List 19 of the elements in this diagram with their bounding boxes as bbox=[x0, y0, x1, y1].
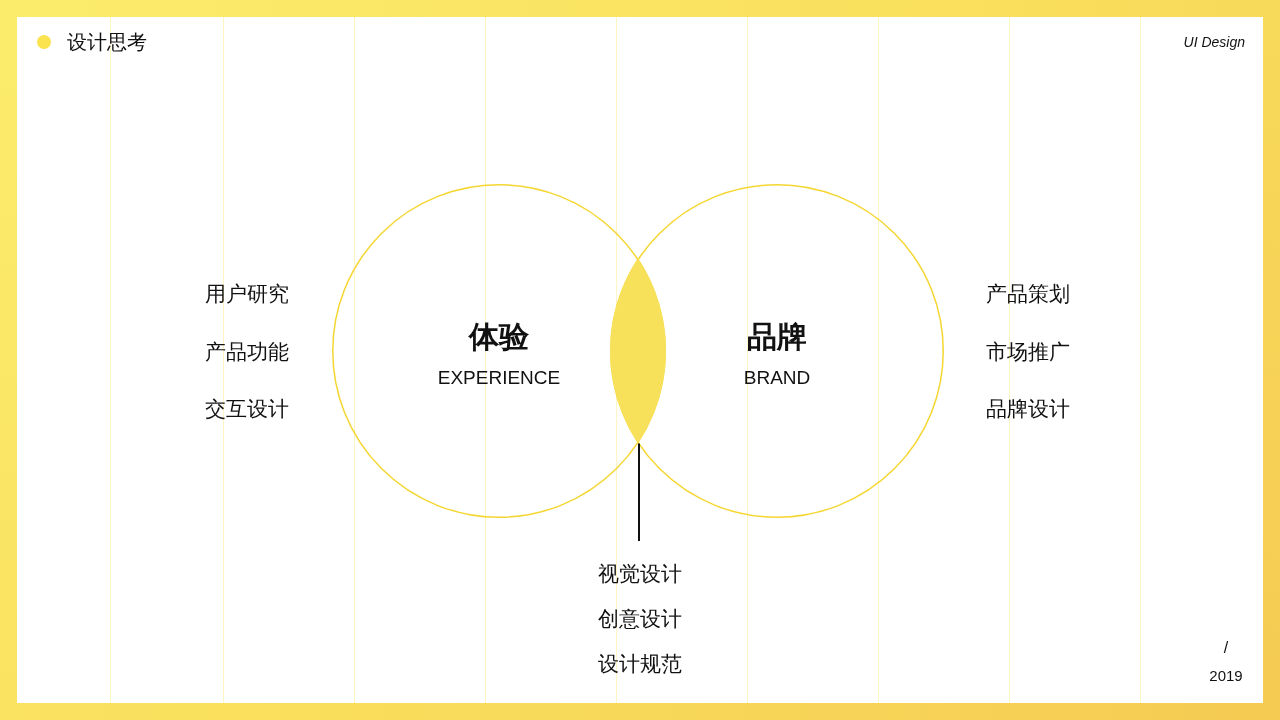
circle-subtitle: EXPERIENCE bbox=[437, 366, 561, 390]
side-label: 产品功能 bbox=[205, 339, 289, 365]
circle-subtitle: BRAND bbox=[743, 366, 811, 390]
side-label: 品牌设计 bbox=[986, 396, 1070, 422]
page-title: 设计思考 bbox=[67, 29, 147, 55]
side-label: 市场推广 bbox=[986, 339, 1070, 365]
list-item-text: 创意设计 bbox=[598, 607, 682, 631]
list-item-text: 设计规范 bbox=[598, 652, 682, 676]
overlap-lens bbox=[610, 258, 666, 444]
circle-title: 品牌 bbox=[747, 319, 807, 355]
circle-title: 体验 bbox=[469, 319, 529, 355]
separator-text: / bbox=[1222, 638, 1230, 658]
side-label: 用户研究 bbox=[205, 281, 289, 307]
header-label: UI Design bbox=[1182, 33, 1245, 51]
side-label: 产品策划 bbox=[986, 281, 1070, 307]
list-item-text: 视觉设计 bbox=[598, 562, 682, 586]
leader-line bbox=[638, 442, 640, 542]
year-label: 2019 bbox=[1208, 666, 1244, 685]
side-label: 交互设计 bbox=[205, 396, 289, 422]
